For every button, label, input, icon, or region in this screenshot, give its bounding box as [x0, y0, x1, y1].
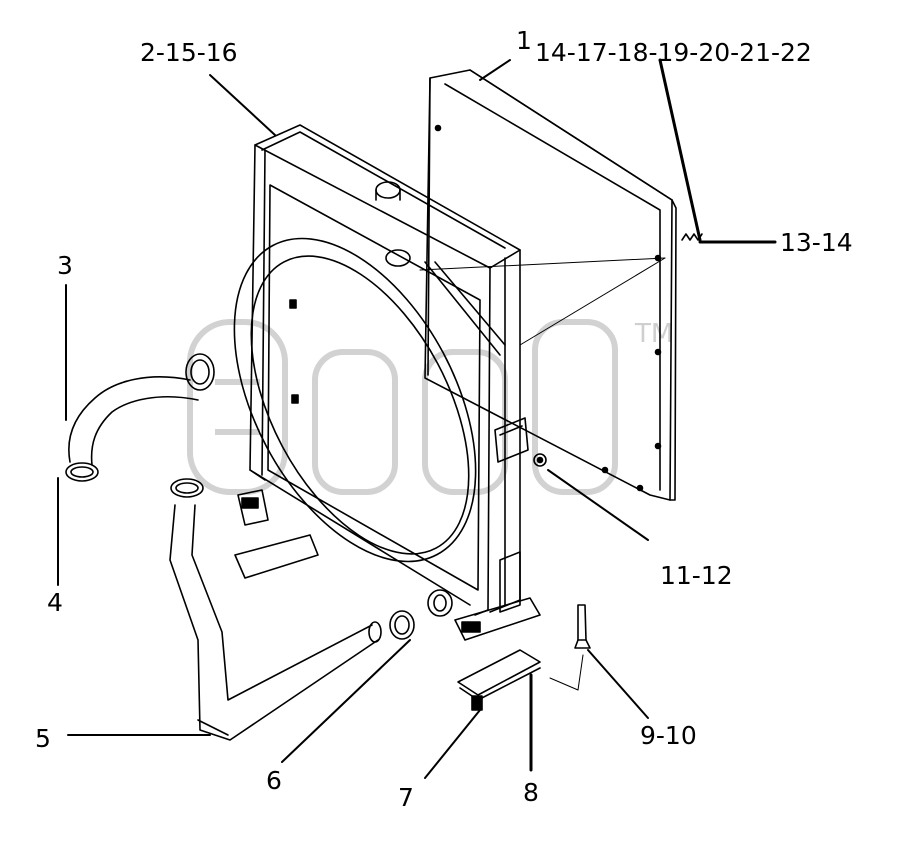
- clamp-6: [389, 610, 415, 640]
- radiator-frame: [233, 124, 541, 641]
- label-1: 1: [516, 26, 532, 55]
- lower-hose: [169, 478, 382, 741]
- label-3: 3: [57, 251, 73, 280]
- label-6: 6: [266, 766, 282, 795]
- label-2-15-16: 2-15-16: [140, 38, 238, 67]
- nut-11-12: [533, 453, 547, 467]
- label-14-22: 14-17-18-19-20-21-22: [535, 38, 812, 67]
- core-panel: [424, 69, 677, 501]
- label-5: 5: [35, 724, 51, 753]
- upper-hose: [65, 353, 215, 482]
- label-4: 4: [47, 588, 63, 617]
- bracket-8: [457, 649, 541, 711]
- label-11-12: 11-12: [660, 561, 733, 590]
- label-8: 8: [523, 778, 539, 807]
- label-7: 7: [398, 783, 414, 812]
- label-13-14: 13-14: [780, 228, 853, 257]
- bolt-9-10: [549, 604, 591, 691]
- watermark-tm: TM: [634, 319, 673, 349]
- label-9-10: 9-10: [640, 721, 697, 750]
- leader-lines: [57, 58, 777, 779]
